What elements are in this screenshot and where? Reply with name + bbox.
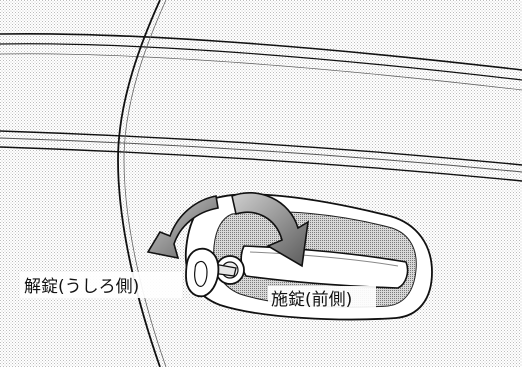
unlock-label: 解錠(うしろ側) bbox=[20, 272, 182, 298]
door-seam bbox=[117, 0, 167, 367]
lock-label: 施錠(前側) bbox=[268, 286, 376, 312]
key-icon bbox=[185, 247, 237, 298]
character-line bbox=[0, 130, 522, 182]
upper-trim-lines bbox=[0, 32, 522, 91]
unlock-label-text: 解錠(うしろ側) bbox=[24, 277, 139, 297]
unlock-rotate-arrow-icon bbox=[146, 195, 219, 260]
lock-label-text: 施錠(前側) bbox=[271, 290, 352, 310]
lock-rotate-arrow-icon bbox=[231, 192, 310, 268]
